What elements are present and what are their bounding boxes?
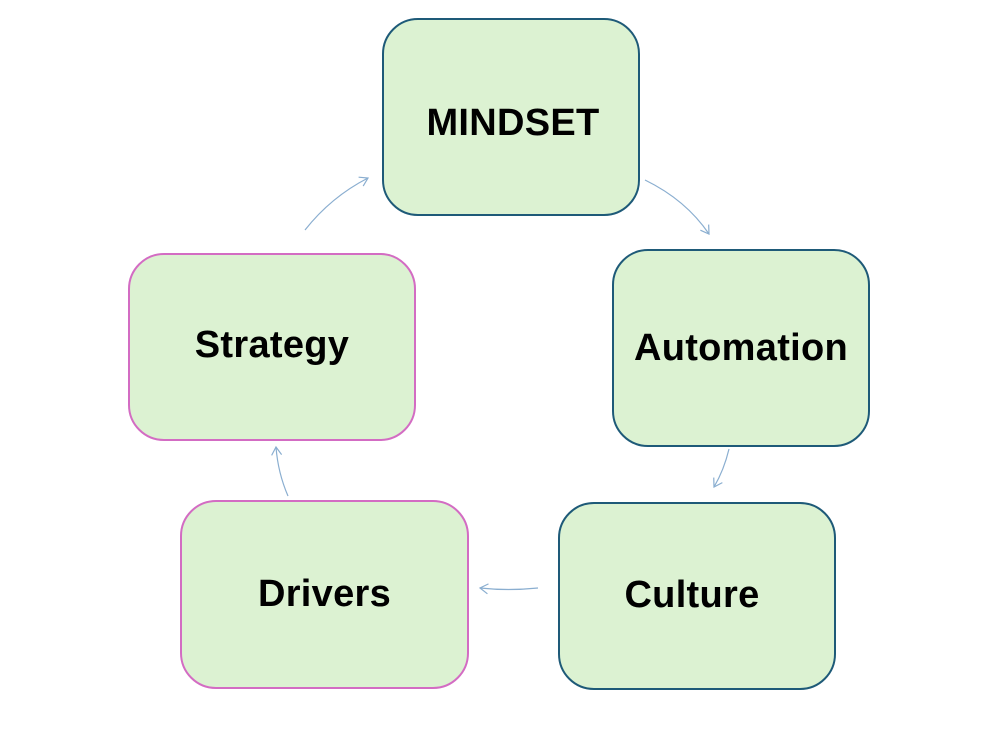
arrow-mindset-to-automation [644, 179, 710, 235]
node-label-drivers: Drivers [257, 573, 392, 615]
node-mindset: MINDSET [382, 18, 640, 216]
arrow-drivers-to-strategy [271, 445, 289, 497]
node-strategy: Strategy [128, 253, 416, 441]
node-label-automation: Automation [633, 326, 849, 369]
node-culture: Culture [558, 502, 836, 690]
arrow-strategy-to-mindset [304, 176, 370, 231]
node-automation: Automation [612, 249, 870, 447]
arrow-automation-to-culture [713, 448, 730, 488]
node-drivers: Drivers [180, 500, 469, 689]
arrow-culture-to-drivers [478, 583, 539, 595]
node-label-strategy: Strategy [194, 323, 350, 366]
node-label-mindset: MINDSET [426, 101, 600, 144]
node-label-culture: Culture [624, 573, 760, 616]
